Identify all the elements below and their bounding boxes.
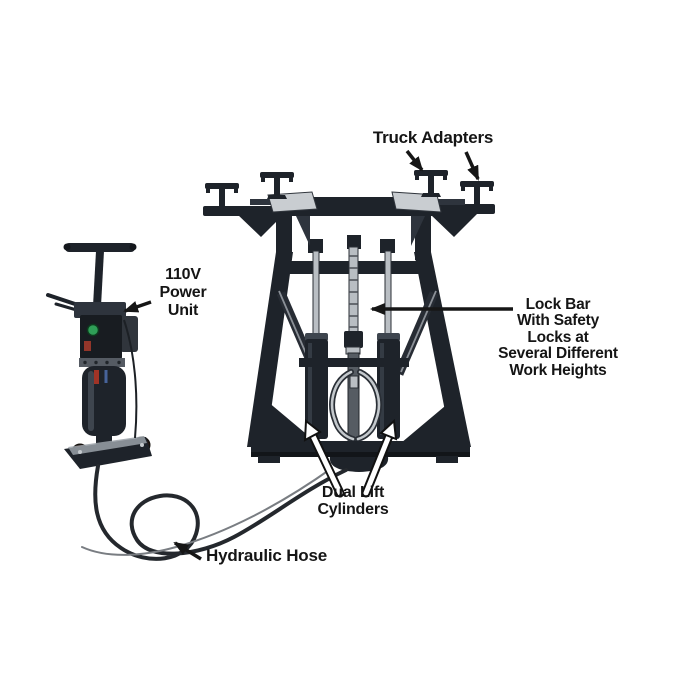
power-unit-bracket (74, 302, 126, 318)
truck-adapter (205, 183, 239, 211)
power-unit-label: 110V Power Unit (159, 266, 207, 319)
hydraulic-hose-arrow (173, 541, 202, 561)
power-unit-handle (63, 243, 137, 306)
power-unit-control-box (80, 315, 122, 359)
lock-bar-label: Lock Bar With Safety Locks at Several Di… (498, 296, 618, 379)
scissor-lift (203, 170, 495, 472)
truck-adapter (460, 181, 494, 209)
dual-cylinders-arrow-left (303, 419, 345, 498)
lift-base (251, 396, 470, 472)
power-unit-motor (82, 366, 126, 436)
power-unit-flange (79, 358, 125, 367)
truck-adapters (205, 170, 494, 211)
truck-adapters-arrow-left (405, 149, 424, 172)
hydraulic-hose-label: Hydraulic Hose (206, 546, 327, 565)
power-unit-red-tag (84, 341, 91, 351)
power-unit-button (86, 323, 100, 337)
power-unit-cable (123, 319, 138, 439)
power-unit (46, 243, 152, 469)
truck-adapters-arrow-right (464, 151, 480, 181)
dual-lift-cylinders-label: Dual Lift Cylinders (317, 484, 389, 518)
lock-bar (344, 235, 363, 444)
truck-adapter (414, 170, 448, 197)
cylinder-tie-bar (299, 358, 409, 367)
power-unit-arrow (123, 300, 152, 313)
power-unit-base (64, 436, 152, 469)
dual-cylinders-arrow-right (361, 418, 398, 498)
truck-adapter (260, 172, 294, 199)
callout-arrows (123, 149, 513, 561)
lift-platform (203, 191, 495, 246)
hose-guide-fork (329, 369, 382, 442)
truck-adapters-label: Truck Adapters (372, 128, 494, 147)
